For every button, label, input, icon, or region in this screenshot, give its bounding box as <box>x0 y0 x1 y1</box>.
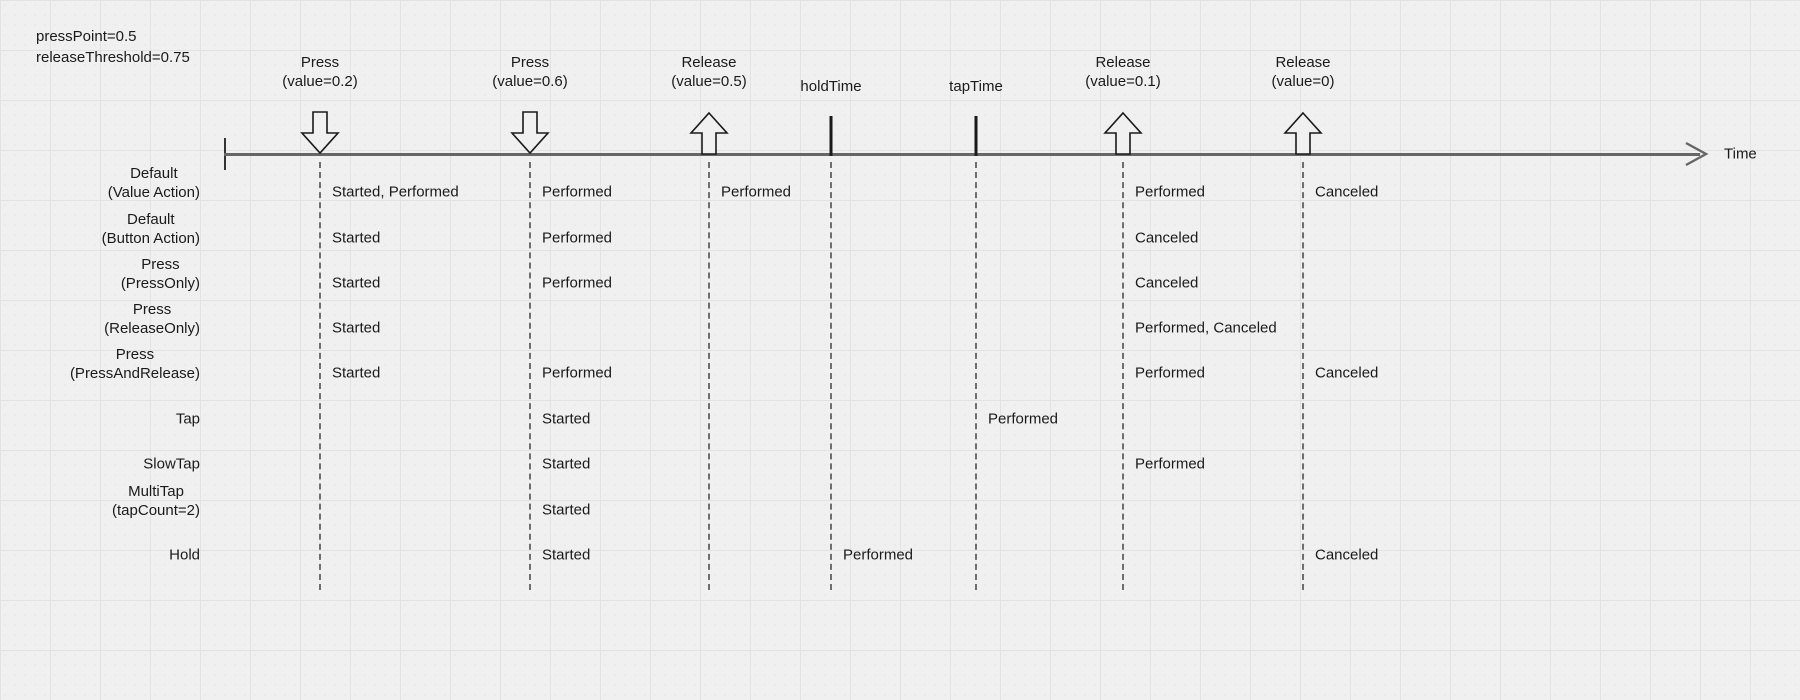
guide-line-press-06 <box>529 162 531 590</box>
event-label-secondary: (value=0.5) <box>671 73 747 90</box>
cell-hold-release-00: Canceled <box>1315 546 1379 564</box>
row-label-primary: Press <box>141 256 180 273</box>
cell-press-releaseonly-press-02: Started <box>332 319 381 337</box>
row-label-secondary: (PressOnly) <box>120 275 200 292</box>
event-label-primary: Release <box>681 54 737 71</box>
row-label-tap: Tap <box>176 410 200 429</box>
row-label-primary: Default <box>130 165 178 182</box>
row-label-primary: SlowTap <box>143 455 200 473</box>
row-label-press-releaseonly: Press (ReleaseOnly) <box>104 300 200 338</box>
cell-press-pressandrelease-press-02: Started <box>332 364 381 382</box>
parameters-note: pressPoint=0.5 releaseThreshold=0.75 <box>36 28 190 66</box>
event-label-press-02: Press (value=0.2) <box>282 53 357 91</box>
cell-press-pressonly-press-06: Performed <box>542 274 613 292</box>
axis-caption: Time <box>1724 145 1757 163</box>
row-label-press-pressandrelease: Press (PressAndRelease) <box>70 345 200 383</box>
event-label-release-01: Release (value=0.1) <box>1085 53 1160 91</box>
press-arrow-icon-press-02 <box>298 110 342 156</box>
cell-multitap-press-06: Started <box>542 501 591 519</box>
release-arrow-icon-release-01 <box>1101 110 1145 156</box>
cell-default-value-action-release-00: Canceled <box>1315 183 1379 201</box>
row-label-primary: Press <box>132 301 172 318</box>
cell-default-value-action-release-05: Performed <box>721 183 792 201</box>
cell-slowtap-press-06: Started <box>542 455 591 473</box>
cell-default-button-action-release-01: Canceled <box>1135 229 1199 247</box>
row-label-slowtap: SlowTap <box>143 455 200 474</box>
cell-default-button-action-press-02: Started <box>332 229 381 247</box>
cell-press-pressandrelease-release-00: Canceled <box>1315 364 1379 382</box>
row-label-hold: Hold <box>169 546 200 565</box>
cell-hold-press-06: Started <box>542 546 591 564</box>
cell-hold-holdtime: Performed <box>843 546 914 564</box>
row-label-secondary: (Button Action) <box>101 230 200 247</box>
row-label-press-pressonly: Press (PressOnly) <box>121 255 200 293</box>
guide-line-release-01 <box>1122 162 1124 590</box>
event-label-secondary: (value=0.6) <box>492 73 568 90</box>
event-label-release-00: Release (value=0) <box>1272 53 1335 91</box>
cell-default-value-action-press-02: Started, Performed <box>332 183 459 201</box>
event-label-secondary: (value=0) <box>1271 73 1335 90</box>
event-label-primary: Press <box>510 54 550 71</box>
cell-slowtap-release-01: Performed <box>1135 455 1206 473</box>
cell-default-button-action-press-06: Performed <box>542 229 613 247</box>
timeline-axis <box>224 153 1700 156</box>
row-label-secondary: (tapCount=2) <box>112 502 200 519</box>
press-arrow-icon-press-06 <box>508 110 552 156</box>
cell-press-pressandrelease-press-06: Performed <box>542 364 613 382</box>
cell-default-value-action-release-01: Performed <box>1135 183 1206 201</box>
row-label-secondary: (Value Action) <box>107 184 200 201</box>
row-label-primary: Press <box>115 346 155 363</box>
cell-press-releaseonly-release-01: Performed, Canceled <box>1135 319 1277 337</box>
row-label-default-value-action: Default (Value Action) <box>108 164 200 202</box>
row-label-secondary: (ReleaseOnly) <box>104 320 200 337</box>
cell-press-pressonly-press-02: Started <box>332 274 381 292</box>
row-label-default-button-action: Default (Button Action) <box>102 210 200 248</box>
row-label-primary: Default <box>127 211 175 228</box>
release-arrow-icon-release-05 <box>687 110 731 156</box>
cell-tap-taptime: Performed <box>988 410 1059 428</box>
row-label-multitap: MultiTap (tapCount=2) <box>112 482 200 520</box>
guide-line-release-05 <box>708 162 710 590</box>
row-label-secondary: (PressAndRelease) <box>69 365 200 382</box>
cell-tap-press-06: Started <box>542 410 591 428</box>
cell-press-pressandrelease-release-01: Performed <box>1135 364 1206 382</box>
time-marker-holdtime <box>829 116 833 156</box>
event-label-primary: Release <box>1095 54 1151 71</box>
cell-press-pressonly-release-01: Canceled <box>1135 274 1199 292</box>
event-label-holdtime: holdTime <box>800 78 862 95</box>
event-label-primary: Release <box>1275 54 1331 71</box>
guide-line-press-02 <box>319 162 321 590</box>
event-label-release-05: Release (value=0.5) <box>671 53 746 91</box>
guide-line-taptime <box>975 162 977 590</box>
axis-arrow-icon <box>1684 141 1712 167</box>
cell-default-value-action-press-06: Performed <box>542 183 613 201</box>
row-label-primary: MultiTap <box>128 483 184 500</box>
event-label-press-06: Press (value=0.6) <box>492 53 567 91</box>
event-label-secondary: (value=0.1) <box>1085 73 1161 90</box>
row-label-primary: Hold <box>169 546 200 564</box>
event-label-taptime: tapTime <box>949 78 1003 95</box>
guide-line-holdtime <box>830 162 832 590</box>
row-label-primary: Tap <box>175 410 200 428</box>
time-marker-taptime <box>974 116 978 156</box>
event-label-secondary: (value=0.2) <box>282 73 358 90</box>
event-label-primary: Press <box>300 54 340 71</box>
guide-line-release-00 <box>1302 162 1304 590</box>
release-arrow-icon-release-00 <box>1281 110 1325 156</box>
